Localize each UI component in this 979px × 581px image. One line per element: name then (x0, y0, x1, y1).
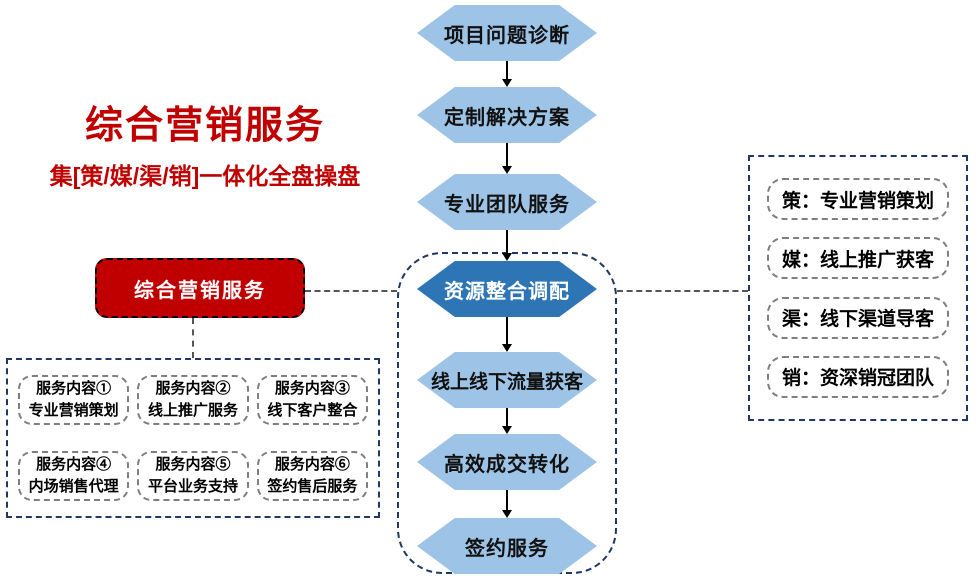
service-item-2-desc: 线上推广服务 (147, 403, 238, 419)
flow-arrow-3 (502, 230, 512, 261)
service-item-6-desc: 签约售后服务 (267, 479, 358, 495)
service-item-2: 服务内容② 线上推广服务 (137, 375, 249, 425)
service-item-6-title: 服务内容⑥ (274, 456, 350, 473)
legend-item-channel: 渠：线下渠道导客 (767, 296, 949, 339)
service-item-5: 服务内容⑤ 平台业务支持 (137, 451, 249, 501)
service-item-1-title: 服务内容① (36, 380, 112, 397)
flow-step-deal-conversion: 高效成交转化 (417, 434, 597, 490)
flow-step-traffic-acquisition: 线上线下流量获客 (417, 352, 597, 408)
flow-step-professional-team: 专业团队服务 (417, 174, 597, 230)
service-item-1: 服务内容① 专业营销策划 (18, 375, 130, 425)
legend-item-planning: 策：专业营销策划 (767, 178, 949, 220)
connector-rednode-to-services (192, 318, 194, 358)
node-comprehensive-marketing-service: 综合营销服务 (95, 258, 305, 318)
service-item-1-desc: 专业营销策划 (28, 403, 119, 419)
legend-item-sales: 销：资深销冠团队 (767, 355, 949, 398)
service-item-5-title: 服务内容⑤ (155, 456, 231, 473)
service-item-4: 服务内容④ 内场销售代理 (18, 451, 130, 501)
flow-arrow-1 (502, 61, 512, 87)
flow-step-project-diagnosis: 项目问题诊断 (417, 5, 597, 61)
flow-arrow-4 (502, 317, 512, 352)
flow-arrow-2 (502, 143, 512, 174)
legend-item-media: 媒：线上推广获客 (767, 237, 949, 280)
service-item-2-title: 服务内容② (155, 380, 231, 397)
page-title: 综合营销服务 (84, 105, 325, 147)
connector-rednode-to-flowframe (305, 290, 397, 292)
services-panel: 服务内容① 专业营销策划 服务内容② 线上推广服务 服务内容③ 线下客户整合 服… (6, 358, 380, 518)
service-item-3: 服务内容③ 线下客户整合 (256, 375, 368, 425)
page-subtitle: 集[策/媒/渠/销]一体化全盘操盘 (49, 163, 361, 189)
service-item-3-desc: 线下客户整合 (267, 403, 358, 419)
legend-panel: 策：专业营销策划 媒：线上推广获客 渠：线下渠道导客 销：资深销冠团队 (748, 155, 968, 421)
service-item-4-desc: 内场销售代理 (28, 479, 119, 495)
service-item-5-desc: 平台业务支持 (147, 479, 238, 495)
service-item-3-title: 服务内容③ (274, 380, 350, 397)
flow-step-resource-integration: 资源整合调配 (417, 261, 597, 317)
flow-arrow-5 (502, 408, 512, 434)
connector-flowframe-to-legend (617, 290, 748, 292)
flow-step-signing-service: 签约服务 (417, 518, 597, 574)
service-item-6: 服务内容⑥ 签约售后服务 (256, 451, 368, 501)
flow-arrow-6 (502, 490, 512, 518)
flow-step-custom-solution: 定制解决方案 (417, 87, 597, 143)
service-item-4-title: 服务内容④ (36, 456, 112, 473)
